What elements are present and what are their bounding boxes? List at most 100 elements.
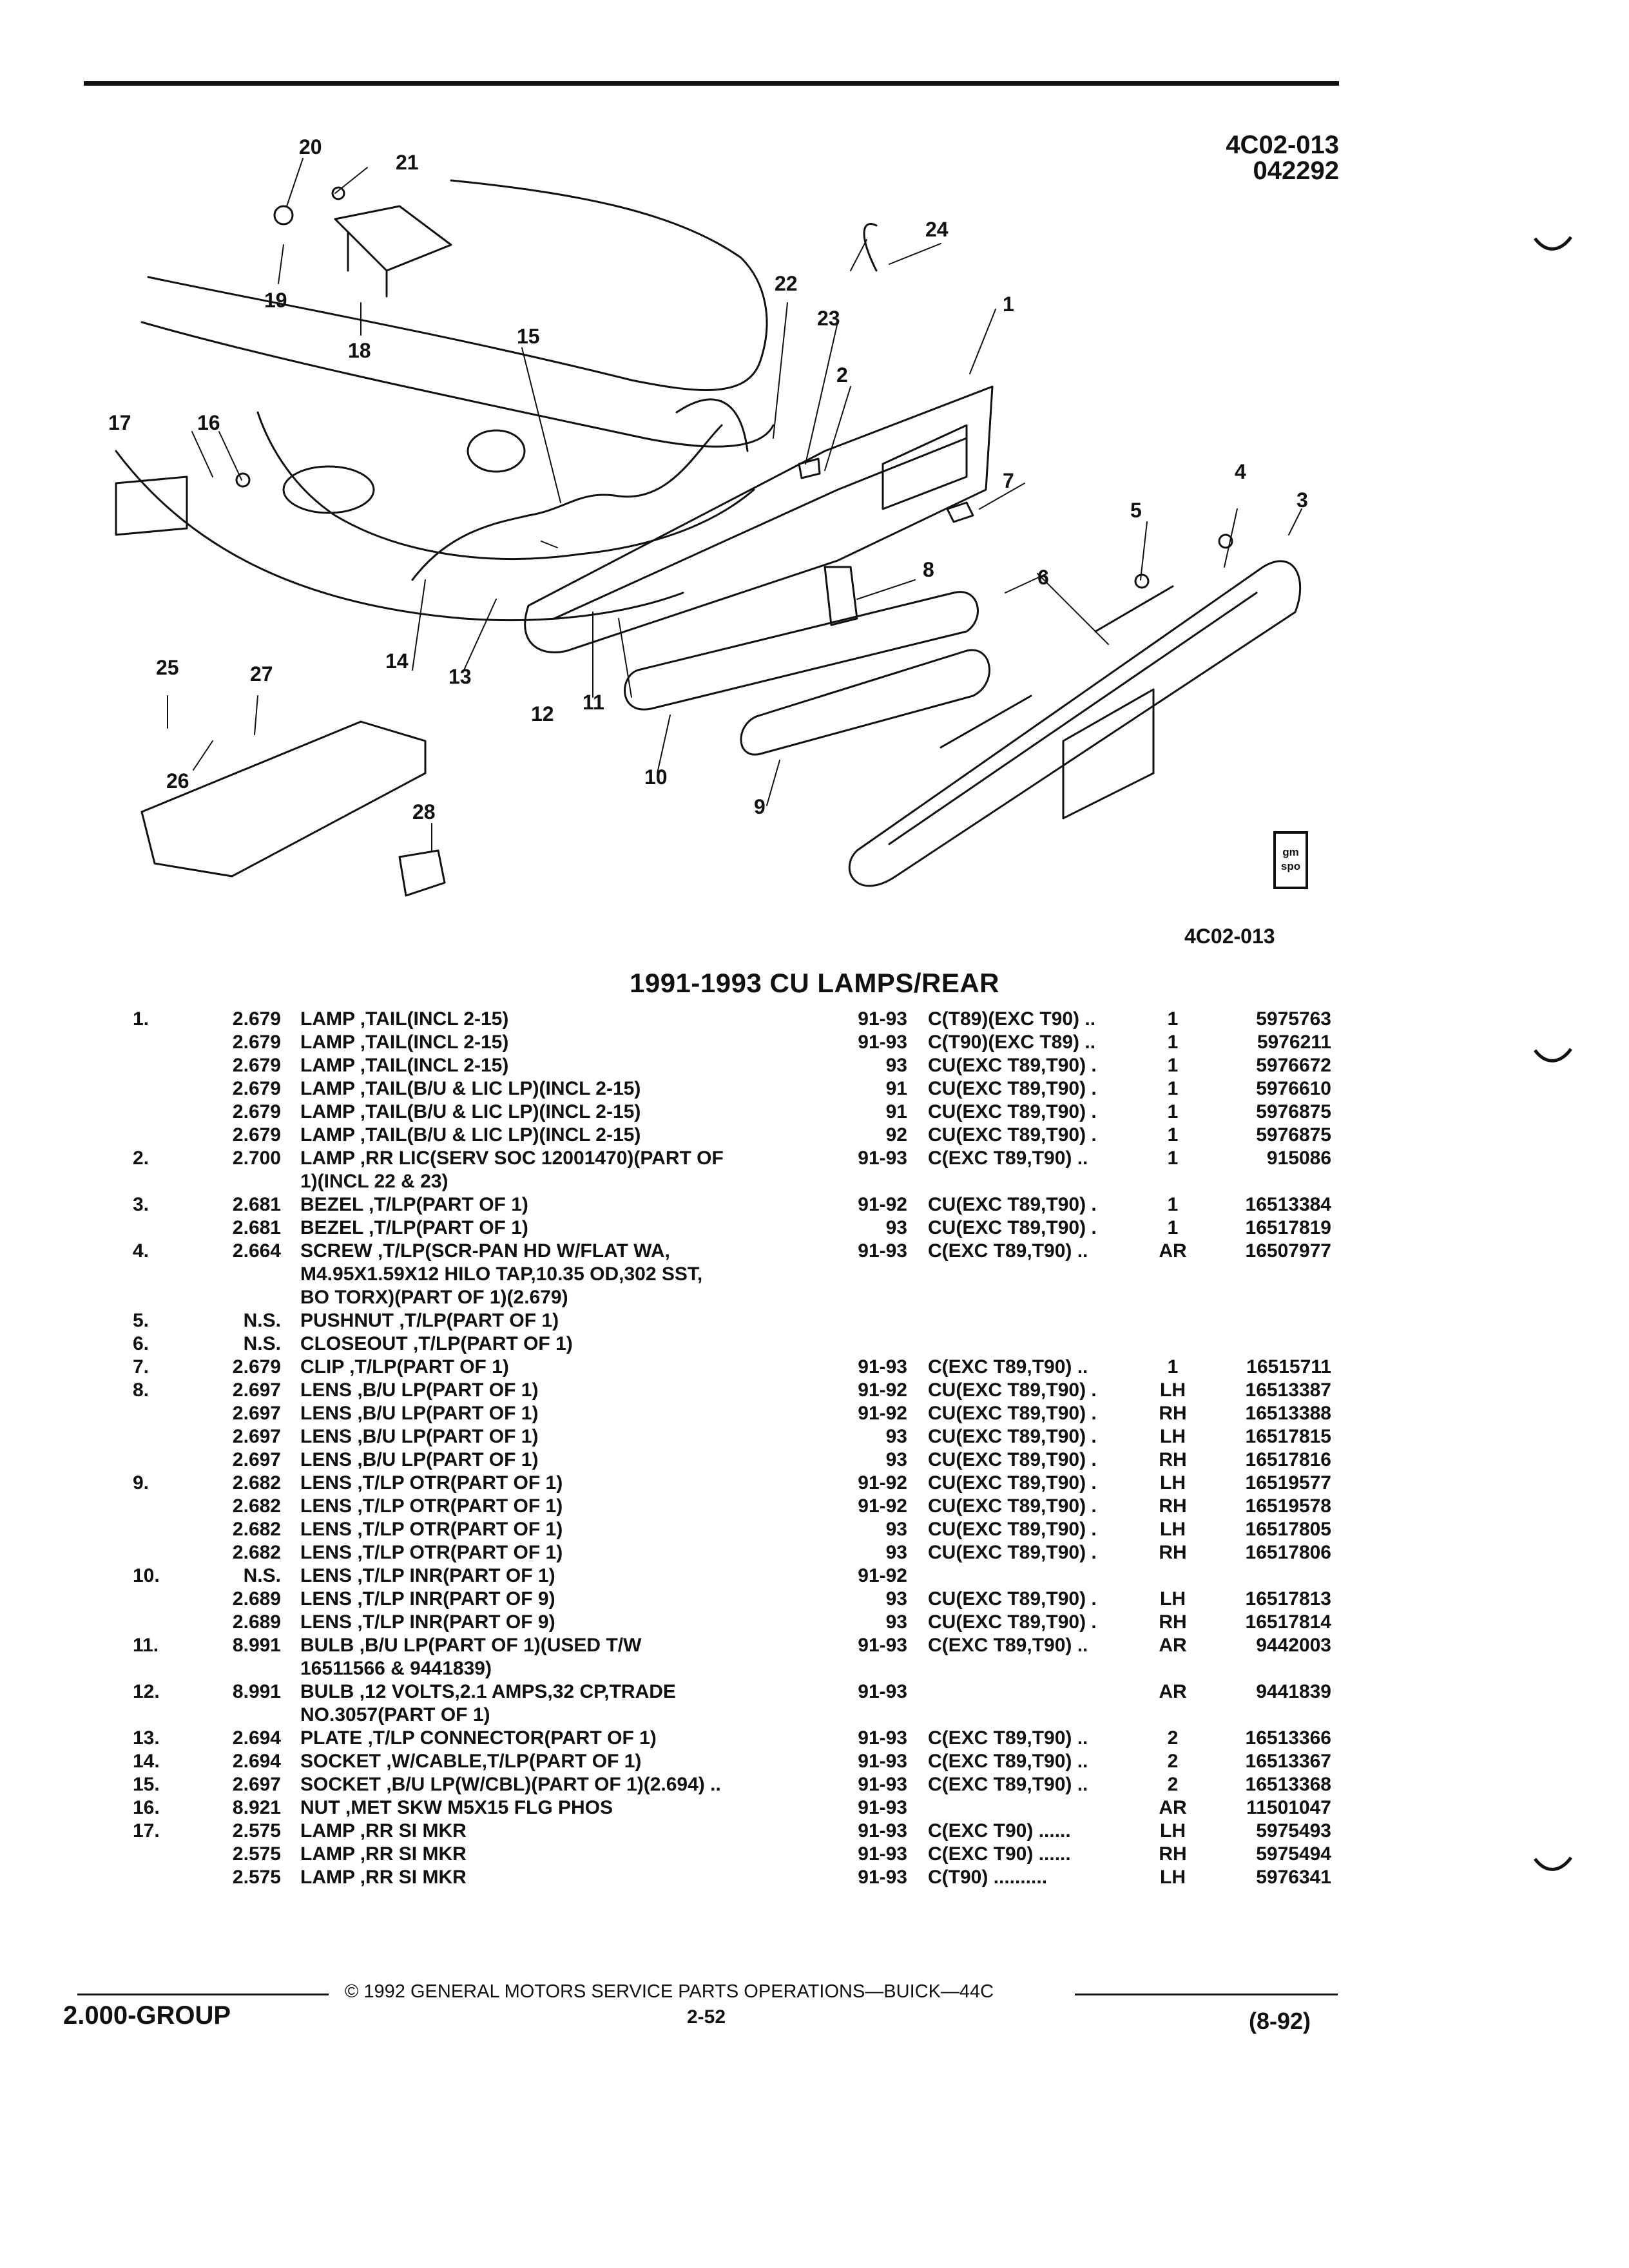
callout-2: 2 (836, 363, 848, 387)
group-number: 2.700 (232, 1148, 281, 1169)
model-usage: CU(EXC T89,T90) . (928, 1217, 1097, 1238)
model-usage: CU(EXC T89,T90) . (928, 1194, 1097, 1215)
item-number: 2. (133, 1148, 149, 1169)
quantity: AR (1159, 1635, 1187, 1656)
tail-lamp-inner-2 (882, 424, 968, 510)
quantity: LH (1160, 1426, 1186, 1447)
group-number: 2.575 (232, 1820, 281, 1841)
bezel-3-window (1062, 688, 1155, 820)
callout-14: 14 (385, 649, 409, 673)
item-number: 9. (133, 1472, 149, 1494)
callout-21: 21 (396, 151, 419, 174)
model-years: 91-93 (858, 1240, 907, 1262)
group-number: 2.682 (232, 1519, 281, 1540)
rear-lamp-opening-left (282, 465, 375, 514)
item-number: 13. (133, 1727, 160, 1749)
part-description: SCREW ,T/LP(SCR-PAN HD W/FLAT WA, (300, 1240, 670, 1262)
callout-6: 6 (1037, 566, 1049, 589)
model-usage: C(EXC T89,T90) .. (928, 1356, 1088, 1378)
table-row: 10.N.S.LENS ,T/LP INR(PART OF 1)91-92 (0, 1564, 1629, 1588)
group-number: 2.682 (232, 1495, 281, 1517)
callout-13: 13 (448, 665, 472, 688)
table-row: 6.N.S.CLOSEOUT ,T/LP(PART OF 1) (0, 1332, 1629, 1356)
model-usage: CU(EXC T89,T90) . (928, 1519, 1097, 1540)
model-years: 91-93 (858, 1727, 907, 1749)
table-row: 5.N.S.PUSHNUT ,T/LP(PART OF 1) (0, 1309, 1629, 1332)
model-usage: C(T90)(EXC T89) .. (928, 1032, 1096, 1053)
part-description: BO TORX)(PART OF 1)(2.679) (300, 1287, 568, 1308)
model-usage: CU(EXC T89,T90) . (928, 1403, 1097, 1424)
part-description: PUSHNUT ,T/LP(PART OF 1) (300, 1310, 559, 1331)
group-number: 2.697 (232, 1379, 281, 1401)
model-years: 91-92 (858, 1495, 907, 1517)
model-usage: C(EXC T89,T90) .. (928, 1240, 1088, 1262)
model-usage: C(EXC T89,T90) .. (928, 1635, 1088, 1656)
item-number: 17. (133, 1820, 160, 1841)
model-years: 91-93 (858, 1635, 907, 1656)
part-number: 5976875 (1256, 1124, 1331, 1146)
callout-5: 5 (1130, 499, 1142, 522)
model-usage: CU(EXC T89,T90) . (928, 1472, 1097, 1494)
model-years: 93 (885, 1449, 907, 1470)
model-usage: CU(EXC T89,T90) . (928, 1449, 1097, 1470)
part-number: 16515711 (1246, 1356, 1331, 1378)
callout-15: 15 (517, 325, 540, 348)
part-description: BEZEL ,T/LP(PART OF 1) (300, 1194, 528, 1215)
model-years: 91-92 (858, 1472, 907, 1494)
group-number: 2.682 (232, 1472, 281, 1494)
model-years: 93 (885, 1611, 907, 1633)
part-number: 5976875 (1256, 1101, 1331, 1122)
part-description: LAMP ,RR SI MKR (300, 1843, 467, 1865)
group-number: N.S. (243, 1565, 281, 1586)
model-years: 92 (885, 1124, 907, 1146)
part-number: 9441839 (1256, 1681, 1331, 1702)
model-usage: C(EXC T89,T90) .. (928, 1727, 1088, 1749)
part-description: 1)(INCL 22 & 23) (300, 1171, 448, 1192)
part-number: 16519577 (1245, 1472, 1331, 1494)
footer-page-number: 2-52 (687, 2006, 726, 2028)
screw-4 (1218, 533, 1233, 549)
table-row: 16511566 & 9441839) (0, 1657, 1629, 1680)
part-number: 16517813 (1245, 1588, 1331, 1610)
figure-id: 4C02-013 (1226, 131, 1339, 159)
callout-23: 23 (817, 307, 840, 330)
tail-lamp-inner-1 (553, 437, 968, 620)
footer-rule-right (1075, 1994, 1338, 1995)
quantity: 1 (1167, 1356, 1179, 1378)
quantity: 1 (1167, 1101, 1179, 1122)
quantity: 1 (1167, 1055, 1179, 1076)
quantity: 1 (1167, 1124, 1179, 1146)
trunk-edge (140, 321, 775, 448)
model-years: 91 (885, 1101, 907, 1122)
part-description: LAMP ,RR SI MKR (300, 1820, 467, 1841)
group-number: 2.664 (232, 1240, 281, 1262)
quantity: RH (1159, 1495, 1187, 1517)
part-description: LENS ,B/U LP(PART OF 1) (300, 1426, 539, 1447)
model-years: 91-93 (858, 1867, 907, 1888)
footer-date: (8-92) (1249, 2008, 1311, 2034)
model-years: 93 (885, 1217, 907, 1238)
part-number: 16517815 (1245, 1426, 1331, 1447)
wire-harness (411, 424, 723, 581)
model-usage: CU(EXC T89,T90) . (928, 1379, 1097, 1401)
callout-25: 25 (156, 656, 179, 679)
part-number: 5975763 (1256, 1008, 1331, 1030)
wire-harness-2 (675, 398, 749, 452)
part-description: PLATE ,T/LP CONNECTOR(PART OF 1) (300, 1727, 657, 1749)
clip-7 (946, 501, 974, 523)
group-number: 2.682 (232, 1542, 281, 1563)
item-number: 11. (133, 1635, 159, 1656)
model-usage: C(EXC T89,T90) .. (928, 1148, 1088, 1169)
model-years: 91-93 (858, 1008, 907, 1030)
